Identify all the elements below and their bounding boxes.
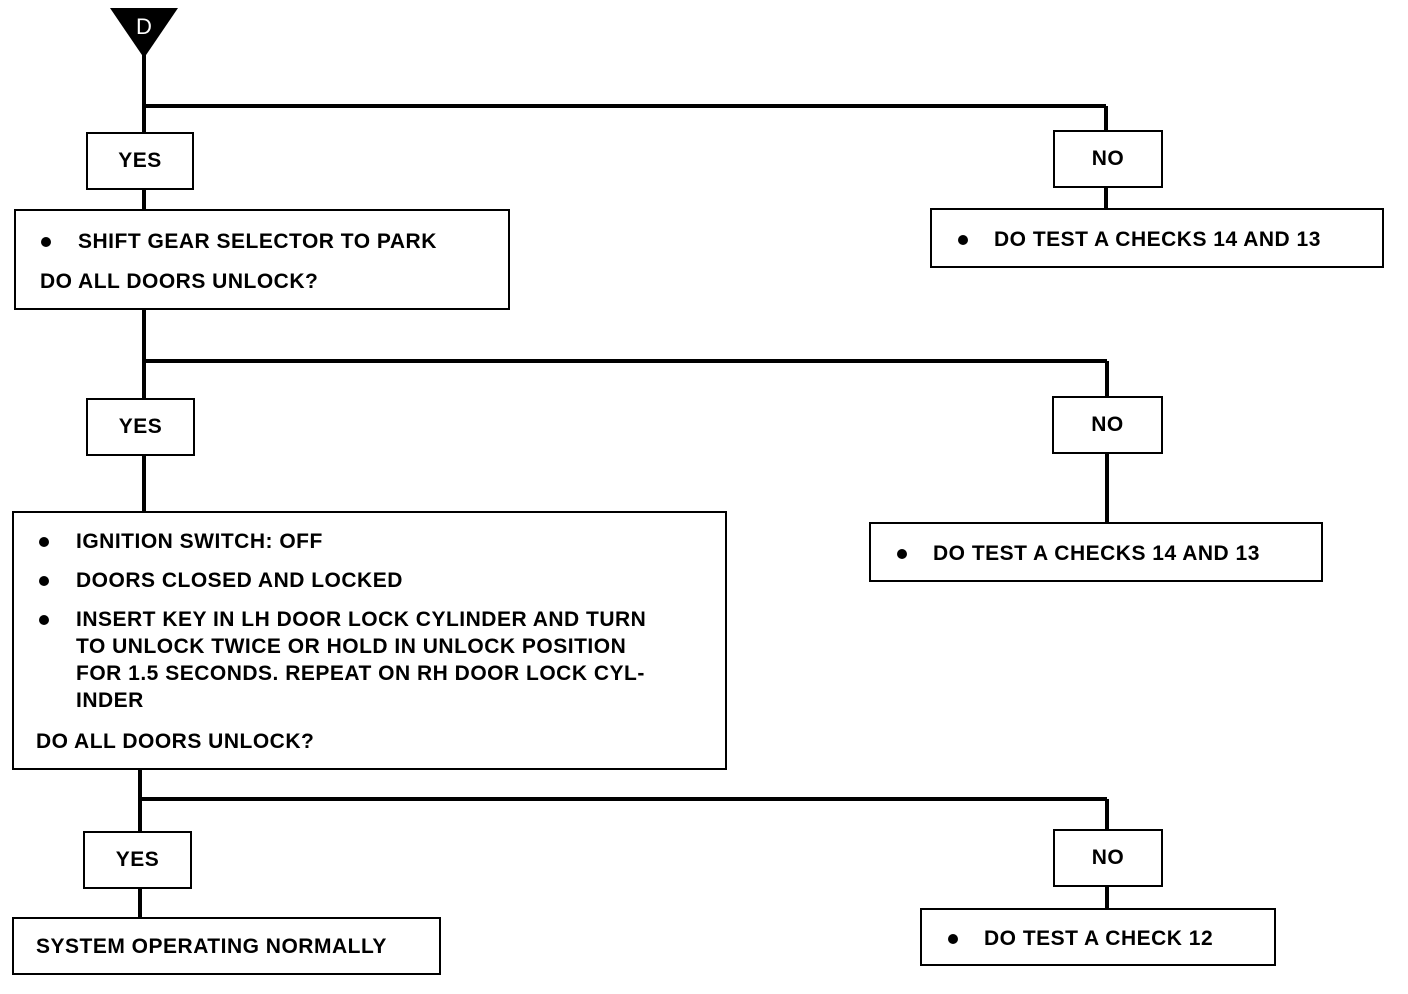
no-label-3: NO — [1053, 829, 1163, 887]
step-instruction-ignition: IGNITION SWITCH: OFF — [76, 530, 323, 553]
yes-label-2: YES — [86, 398, 195, 456]
start-connector-marker — [110, 8, 178, 58]
no-label-2: NO — [1052, 396, 1163, 454]
bullet-dot — [897, 549, 907, 559]
bullet-dot — [948, 934, 958, 944]
bullet-dot — [39, 615, 49, 625]
action-text: DO TEST A CHECKS 14 AND 13 — [994, 228, 1321, 251]
action-text: DO TEST A CHECK 12 — [984, 927, 1214, 950]
start-connector-letter: D — [136, 14, 152, 39]
bullet-dot — [39, 537, 49, 547]
bullet-dot — [41, 237, 51, 247]
action-box-test-a-12: DO TEST A CHECK 12 — [920, 908, 1276, 966]
step-box-shift-gear: SHIFT GEAR SELECTOR TO PARK DO ALL DOORS… — [14, 209, 510, 310]
step-instruction-key-line-3: FOR 1.5 SECONDS. REPEAT ON RH DOOR LOCK … — [76, 662, 645, 685]
bullet-dot — [39, 576, 49, 586]
bullet-dot — [958, 235, 968, 245]
step-instruction-doors: DOORS CLOSED AND LOCKED — [76, 569, 403, 592]
action-text: DO TEST A CHECKS 14 AND 13 — [933, 542, 1260, 565]
result-text: SYSTEM OPERATING NORMALLY — [36, 935, 387, 958]
step-instruction-key-line-2: TO UNLOCK TWICE OR HOLD IN UNLOCK POSITI… — [76, 635, 627, 658]
action-box-test-a-14-13-first: DO TEST A CHECKS 14 AND 13 — [930, 208, 1384, 268]
step-box-ignition-key: IGNITION SWITCH: OFF DOORS CLOSED AND LO… — [12, 511, 727, 770]
step-instruction-key-line-4: INDER — [76, 689, 144, 712]
step-question: DO ALL DOORS UNLOCK? — [40, 270, 319, 293]
action-box-test-a-14-13-second: DO TEST A CHECKS 14 AND 13 — [869, 522, 1323, 582]
step-question: DO ALL DOORS UNLOCK? — [36, 730, 315, 753]
yes-label-3: YES — [83, 831, 192, 889]
step-instruction-key-line-1: INSERT KEY IN LH DOOR LOCK CYLINDER AND … — [76, 608, 647, 631]
yes-label-1: YES — [86, 132, 194, 190]
result-box-system-normal: SYSTEM OPERATING NORMALLY — [12, 917, 441, 975]
no-label-1: NO — [1053, 130, 1163, 188]
step-instruction: SHIFT GEAR SELECTOR TO PARK — [78, 230, 437, 253]
